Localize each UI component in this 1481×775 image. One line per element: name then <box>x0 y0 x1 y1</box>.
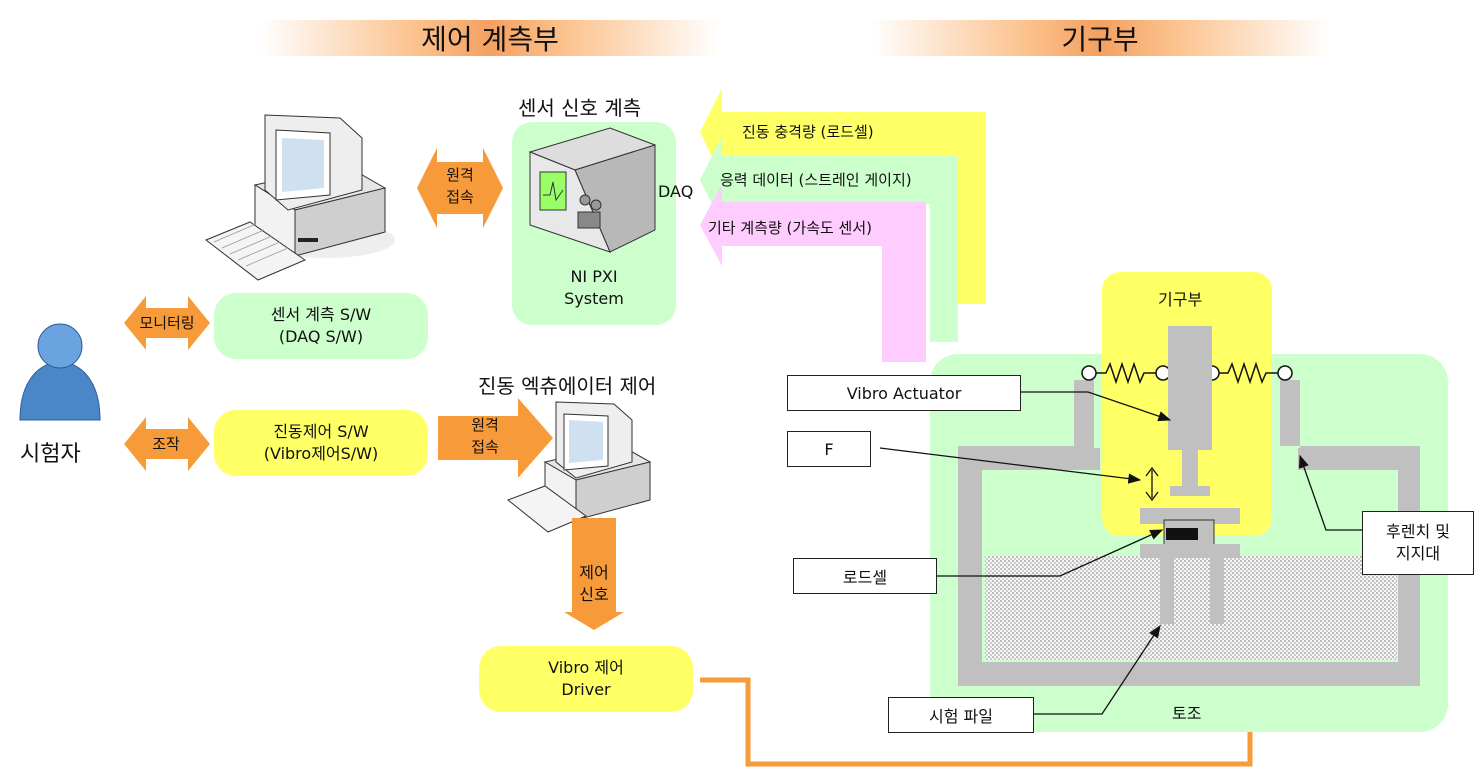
actuator-section-title: 진동 엑츄에이터 제어 <box>478 374 657 398</box>
signal-stress-label: 응력 데이터 (스트레인 게이지) <box>720 171 912 189</box>
vibro-actuator-text: Vibro Actuator <box>846 383 962 403</box>
vibro-actuator-label: Vibro Actuator <box>787 375 1021 411</box>
load-cell-sensor <box>1166 528 1198 540</box>
operation-arrow <box>124 417 210 471</box>
spring-left <box>1081 361 1171 385</box>
sensor-sw-pill: 센서 계측 S/W (DAQ S/W) <box>214 293 428 359</box>
test-pile-text: 시험 파일 <box>929 707 993 726</box>
signal-arrow-impact <box>700 88 986 304</box>
pile-cap <box>1140 544 1240 558</box>
driver-pill: Vibro 제어 Driver <box>479 646 693 712</box>
person-icon <box>19 323 101 421</box>
leader-wrench <box>1298 454 1362 531</box>
sensor-sw-text: 센서 계측 S/W (DAQ S/W) <box>270 305 372 346</box>
computer-icon-bottom <box>507 401 652 533</box>
control-signal-arrow <box>564 518 624 630</box>
test-pile-label: 시험 파일 <box>888 697 1034 733</box>
remote-bottom-label: 원격 접속 <box>471 416 499 456</box>
monitoring-arrow <box>124 296 210 350</box>
remote-arrow-top <box>417 148 503 228</box>
vibration-direction-arrow <box>1145 466 1159 502</box>
mechanism-frame-label: 기구부 <box>1158 290 1203 309</box>
control-signal-label: 제어 신호 <box>579 563 609 604</box>
test-pile-left <box>1160 558 1174 624</box>
driver-text: Vibro 제어 Driver <box>548 658 624 699</box>
pxi-device-icon <box>528 127 657 253</box>
computer-icon-top <box>205 114 395 281</box>
operation-label: 조작 <box>152 435 180 453</box>
leader-force <box>879 447 1142 484</box>
load-cell-label: 로드셀 <box>793 558 937 594</box>
user-label: 시험자 <box>20 442 81 467</box>
vibro-sw-text: 진동제어 S/W (Vibro제어S/W) <box>263 422 379 463</box>
wrench-label: 후렌치 및 지지대 <box>1362 511 1474 575</box>
control-banner: 제어 계측부 <box>260 20 720 56</box>
signal-other-label: 기타 계측량 (가속도 센서) <box>708 219 873 237</box>
vibro-actuator <box>1168 326 1212 496</box>
signal-arrow-other <box>700 184 926 362</box>
monitoring-label: 모니터링 <box>139 314 195 332</box>
signal-arrow-stress <box>700 136 958 342</box>
soil-label: 토조 <box>1172 704 1202 723</box>
remote-top-label: 원격 접속 <box>446 166 474 206</box>
mechanism-banner-text: 기구부 <box>1061 23 1139 56</box>
soil-area <box>985 556 1397 660</box>
load-cell-text: 로드셀 <box>842 568 888 587</box>
pxi-system-label: NI PXI System <box>564 267 624 308</box>
remote-arrow-bottom <box>438 398 553 478</box>
force-text: F <box>824 439 834 459</box>
mechanism-banner: 기구부 <box>870 20 1330 56</box>
test-pile-right <box>1210 558 1224 624</box>
leader-vibro <box>1020 391 1172 422</box>
control-banner-text: 제어 계측부 <box>421 23 559 56</box>
force-label: F <box>787 431 871 467</box>
sensor-section-title: 센서 신호 계측 <box>518 96 642 120</box>
leader-pile <box>1034 624 1161 715</box>
signal-impact-label: 진동 충격량 (로드셀) <box>742 123 874 141</box>
daq-label: DAQ <box>658 182 694 201</box>
wrench-text: 후렌치 및 지지대 <box>1386 522 1450 563</box>
vibro-sw-pill: 진동제어 S/W (Vibro제어S/W) <box>214 410 428 476</box>
leader-loadcell <box>936 529 1164 577</box>
